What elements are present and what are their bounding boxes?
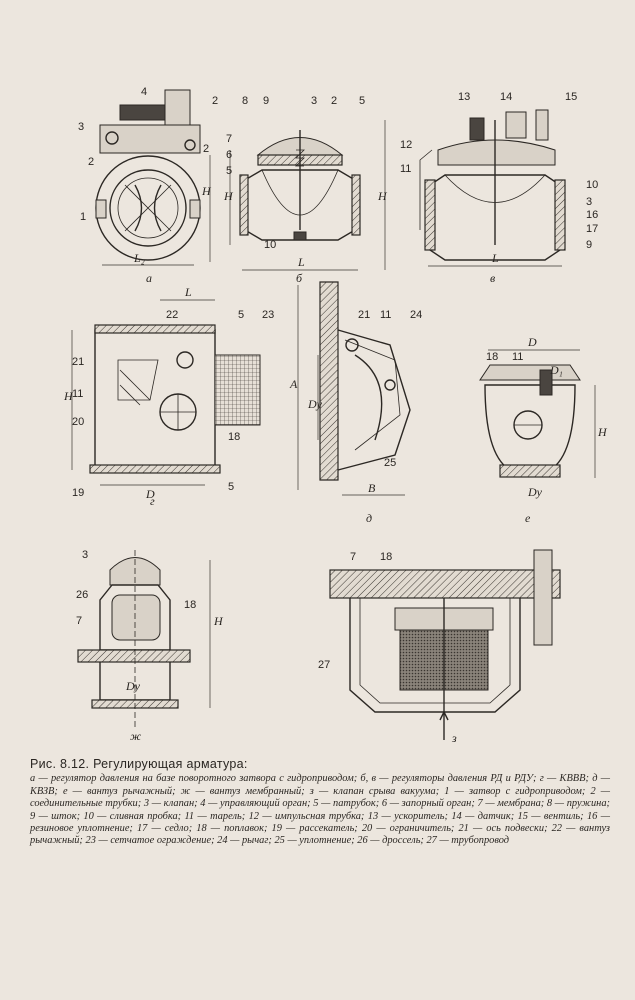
dim-label-h-zh: H [213, 614, 224, 628]
part-callouts: 1 2 2 3 4 2 8 9 3 2 5 7 6 5 10 13 14 15 … [72, 86, 598, 671]
dim-label-a-d: A [289, 377, 298, 391]
view-v-drawing [384, 109, 566, 270]
callout-2-b: 2 [212, 95, 218, 107]
dim-label-lz: L₂ [133, 251, 145, 265]
view-a-drawing [95, 89, 211, 266]
callout-13: 13 [458, 91, 470, 103]
callout-6: 6 [226, 149, 232, 161]
callout-15: 15 [565, 91, 577, 103]
dim-label-d1-e: D₁ [549, 363, 563, 377]
callout-20: 20 [72, 416, 84, 428]
callout-18-e: 18 [486, 351, 498, 363]
callout-3-a: 3 [78, 121, 84, 133]
callout-5-b2: 5 [226, 165, 232, 177]
callout-11-g: 11 [72, 388, 83, 400]
callout-3-zh: 3 [82, 549, 88, 561]
callout-19: 19 [72, 487, 84, 499]
callout-10: 10 [264, 239, 276, 251]
callout-2-a: 2 [88, 156, 94, 168]
dim-label-dy-e: Dу [527, 485, 543, 499]
callout-11-e: 11 [512, 351, 523, 363]
view-b-drawing [229, 130, 361, 271]
view-z-drawing [329, 549, 561, 740]
callout-25: 25 [384, 457, 396, 469]
view-g-drawing [71, 299, 261, 486]
dim-label-h-e: H [597, 425, 608, 439]
dim-label-l-g: L [184, 285, 192, 299]
view-label-zh: ж [130, 729, 141, 743]
callout-23: 23 [262, 309, 274, 321]
view-e-drawing [479, 349, 596, 478]
callout-18-g: 18 [228, 431, 240, 443]
callout-21-g: 21 [72, 356, 84, 368]
caption-body: а — регулятор давления на базе поворотно… [30, 773, 610, 847]
callout-27: 27 [318, 659, 330, 671]
view-label-d: д [366, 511, 372, 525]
dim-label-b-d: B [368, 481, 376, 495]
callout-26: 26 [76, 589, 88, 601]
callout-10-v: 10 [586, 179, 598, 191]
dim-label-l-b: L [297, 255, 305, 269]
callout-17: 17 [586, 223, 598, 235]
callout-5-b: 5 [359, 95, 365, 107]
dim-label-h-b: H [223, 189, 234, 203]
view-label-g: г [150, 494, 155, 508]
callout-16: 16 [586, 209, 598, 221]
view-label-z: з [451, 731, 457, 745]
caption-title: Рис. 8.12. Регулирующая арматура: [30, 757, 248, 771]
callout-24: 24 [410, 309, 422, 321]
callout-12: 12 [400, 139, 412, 151]
view-zh-drawing [77, 550, 211, 730]
view-label-v: в [490, 271, 495, 285]
dim-label-h-a: H [201, 184, 212, 198]
callout-7-b: 7 [226, 133, 232, 145]
callout-18-z: 18 [380, 551, 392, 563]
callout-5-g: 5 [238, 309, 244, 321]
view-d-drawing [297, 281, 411, 496]
dim-label-d-e: D [527, 335, 537, 349]
callout-9-v: 9 [586, 239, 592, 251]
callout-1: 1 [80, 211, 86, 223]
figure-drawings: а б в г д е ж з L₂ H L H L H L H D A B D… [63, 86, 608, 745]
callout-2-a2: 2 [203, 143, 209, 155]
callout-22: 22 [166, 309, 178, 321]
dim-label-dy-zh: Dу [125, 679, 141, 693]
dim-label-h-g: H [63, 389, 74, 403]
view-label-b: б [296, 271, 303, 285]
callout-11-v: 11 [400, 163, 411, 175]
callout-7-zh: 7 [76, 615, 82, 627]
callout-4: 4 [141, 86, 147, 98]
callout-8: 8 [242, 95, 248, 107]
callout-3-v: 3 [586, 196, 592, 208]
dim-label-l-v: L [491, 251, 499, 265]
dim-label-d-g: D [145, 487, 155, 501]
callout-21-d: 21 [358, 309, 370, 321]
dim-label-dy-d: Dу [307, 397, 323, 411]
dim-label-h-v: H [377, 189, 388, 203]
figure-caption: Рис. 8.12. Регулирующая арматура: а — ре… [30, 758, 610, 848]
view-label-a: а [146, 271, 152, 285]
callout-7-z: 7 [350, 551, 356, 563]
callout-3-b: 3 [311, 95, 317, 107]
callout-5-g2: 5 [228, 481, 234, 493]
callout-14: 14 [500, 91, 512, 103]
callout-9-b: 9 [263, 95, 269, 107]
view-label-e: е [525, 511, 531, 525]
callout-11-d: 11 [380, 309, 391, 321]
callout-18-zh: 18 [184, 599, 196, 611]
callout-2-b2: 2 [331, 95, 337, 107]
